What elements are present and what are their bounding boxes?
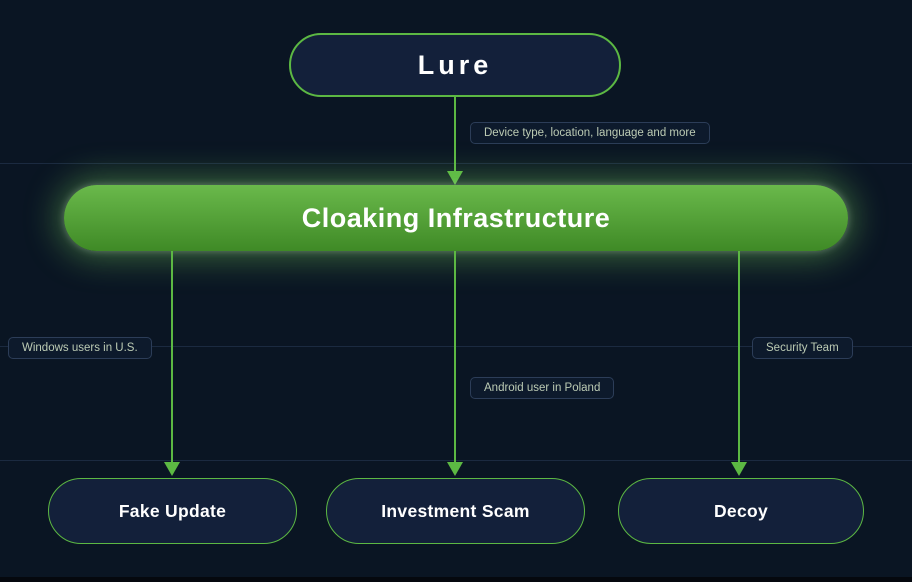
edge-label-windows-users: Windows users in U.S. (8, 337, 152, 359)
node-cloaking-label: Cloaking Infrastructure (301, 202, 611, 233)
edge-label-security-text: Security Team (766, 342, 839, 354)
arrow-to-investment-scam-line (454, 251, 456, 463)
node-investment-scam: Investment Scam (326, 478, 585, 544)
edge-label-device-text: Device type, location, language and more (484, 127, 696, 139)
node-decoy: Decoy (618, 478, 864, 544)
arrow-to-fake-update-line (171, 251, 173, 463)
node-investment-scam-label: Investment Scam (381, 500, 530, 521)
node-fake-update: Fake Update (48, 478, 297, 544)
arrow-down-icon (447, 171, 463, 185)
arrow-lure-to-cloaking-line (454, 97, 456, 175)
section-divider (0, 460, 912, 461)
node-lure: Lure (289, 33, 621, 97)
node-decoy-label: Decoy (713, 500, 769, 521)
arrow-to-decoy-line (738, 251, 740, 463)
arrow-down-icon (731, 462, 747, 476)
edge-label-android-user: Android user in Poland (470, 377, 615, 399)
edge-label-windows-text: Windows users in U.S. (22, 342, 138, 354)
edge-label-device: Device type, location, language and more (470, 122, 710, 144)
arrow-down-icon (447, 462, 463, 476)
section-divider (0, 346, 912, 347)
edge-label-security-team: Security Team (752, 337, 853, 359)
arrow-down-icon (164, 462, 180, 476)
node-lure-label: Lure (417, 49, 493, 80)
node-fake-update-label: Fake Update (118, 500, 227, 521)
section-divider (0, 163, 912, 164)
bottom-edge-band (0, 577, 912, 582)
node-cloaking-infrastructure: Cloaking Infrastructure (64, 185, 848, 251)
edge-label-android-text: Android user in Poland (484, 382, 601, 394)
